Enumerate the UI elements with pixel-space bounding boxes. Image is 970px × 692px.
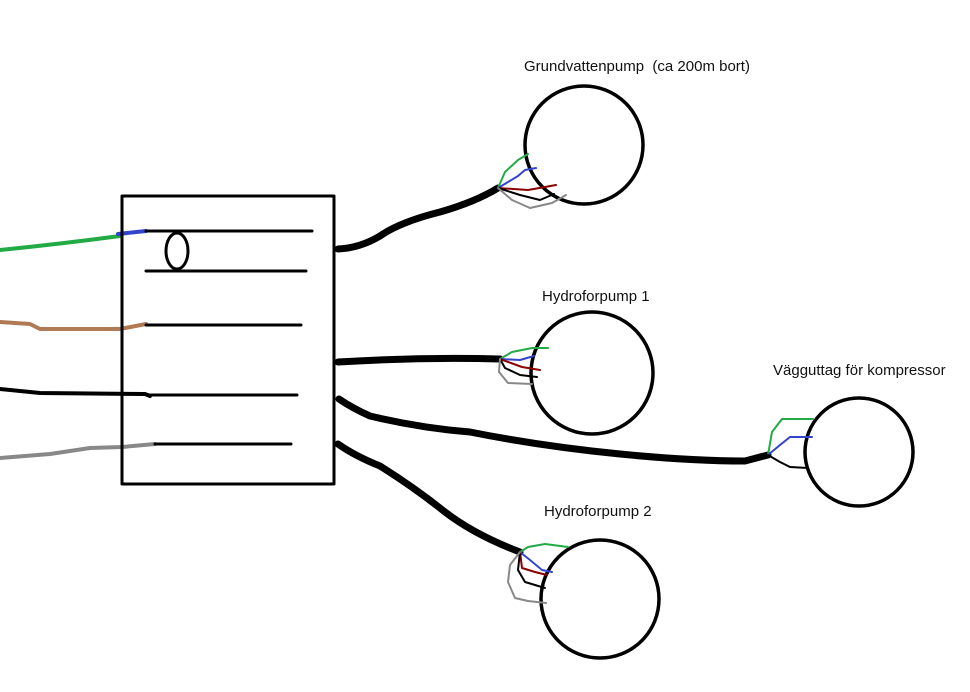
- hydroforpump-1-wire-fan: [498, 347, 549, 385]
- hydroforpump-2-circle: [539, 538, 661, 660]
- vagguttag-label: Vägguttag för kompressor: [773, 362, 946, 379]
- hydroforpump-1-circle: [529, 310, 655, 436]
- grundvattenpump-wire-fan: [497, 153, 567, 209]
- bus-bar-loop: [164, 231, 190, 271]
- vagguttag-wire-fan: [767, 418, 814, 469]
- incoming-brown-wire: [0, 320, 148, 331]
- cable-to-hydroforpump-1: [334, 354, 504, 366]
- cable-to-vagguttag: [335, 395, 772, 465]
- hydroforpump-1-label: Hydroforpump 1: [542, 288, 650, 305]
- cable-to-grundvattenpump: [334, 184, 502, 253]
- vagguttag-circle: [803, 396, 915, 508]
- grundvattenpump-label: Grundvattenpump (ca 200m bort): [524, 58, 750, 75]
- grundvattenpump-circle: [523, 84, 645, 206]
- hydroforpump-2-wire-fan: [507, 543, 569, 604]
- incoming-green-wire: [0, 234, 122, 252]
- hydroforpump-2-label: Hydroforpump 2: [544, 503, 652, 520]
- distribution-box: [120, 194, 336, 486]
- incoming-gray-wire: [0, 442, 157, 460]
- cable-to-hydroforpump-2: [334, 440, 524, 556]
- incoming-black-wire: [0, 387, 152, 398]
